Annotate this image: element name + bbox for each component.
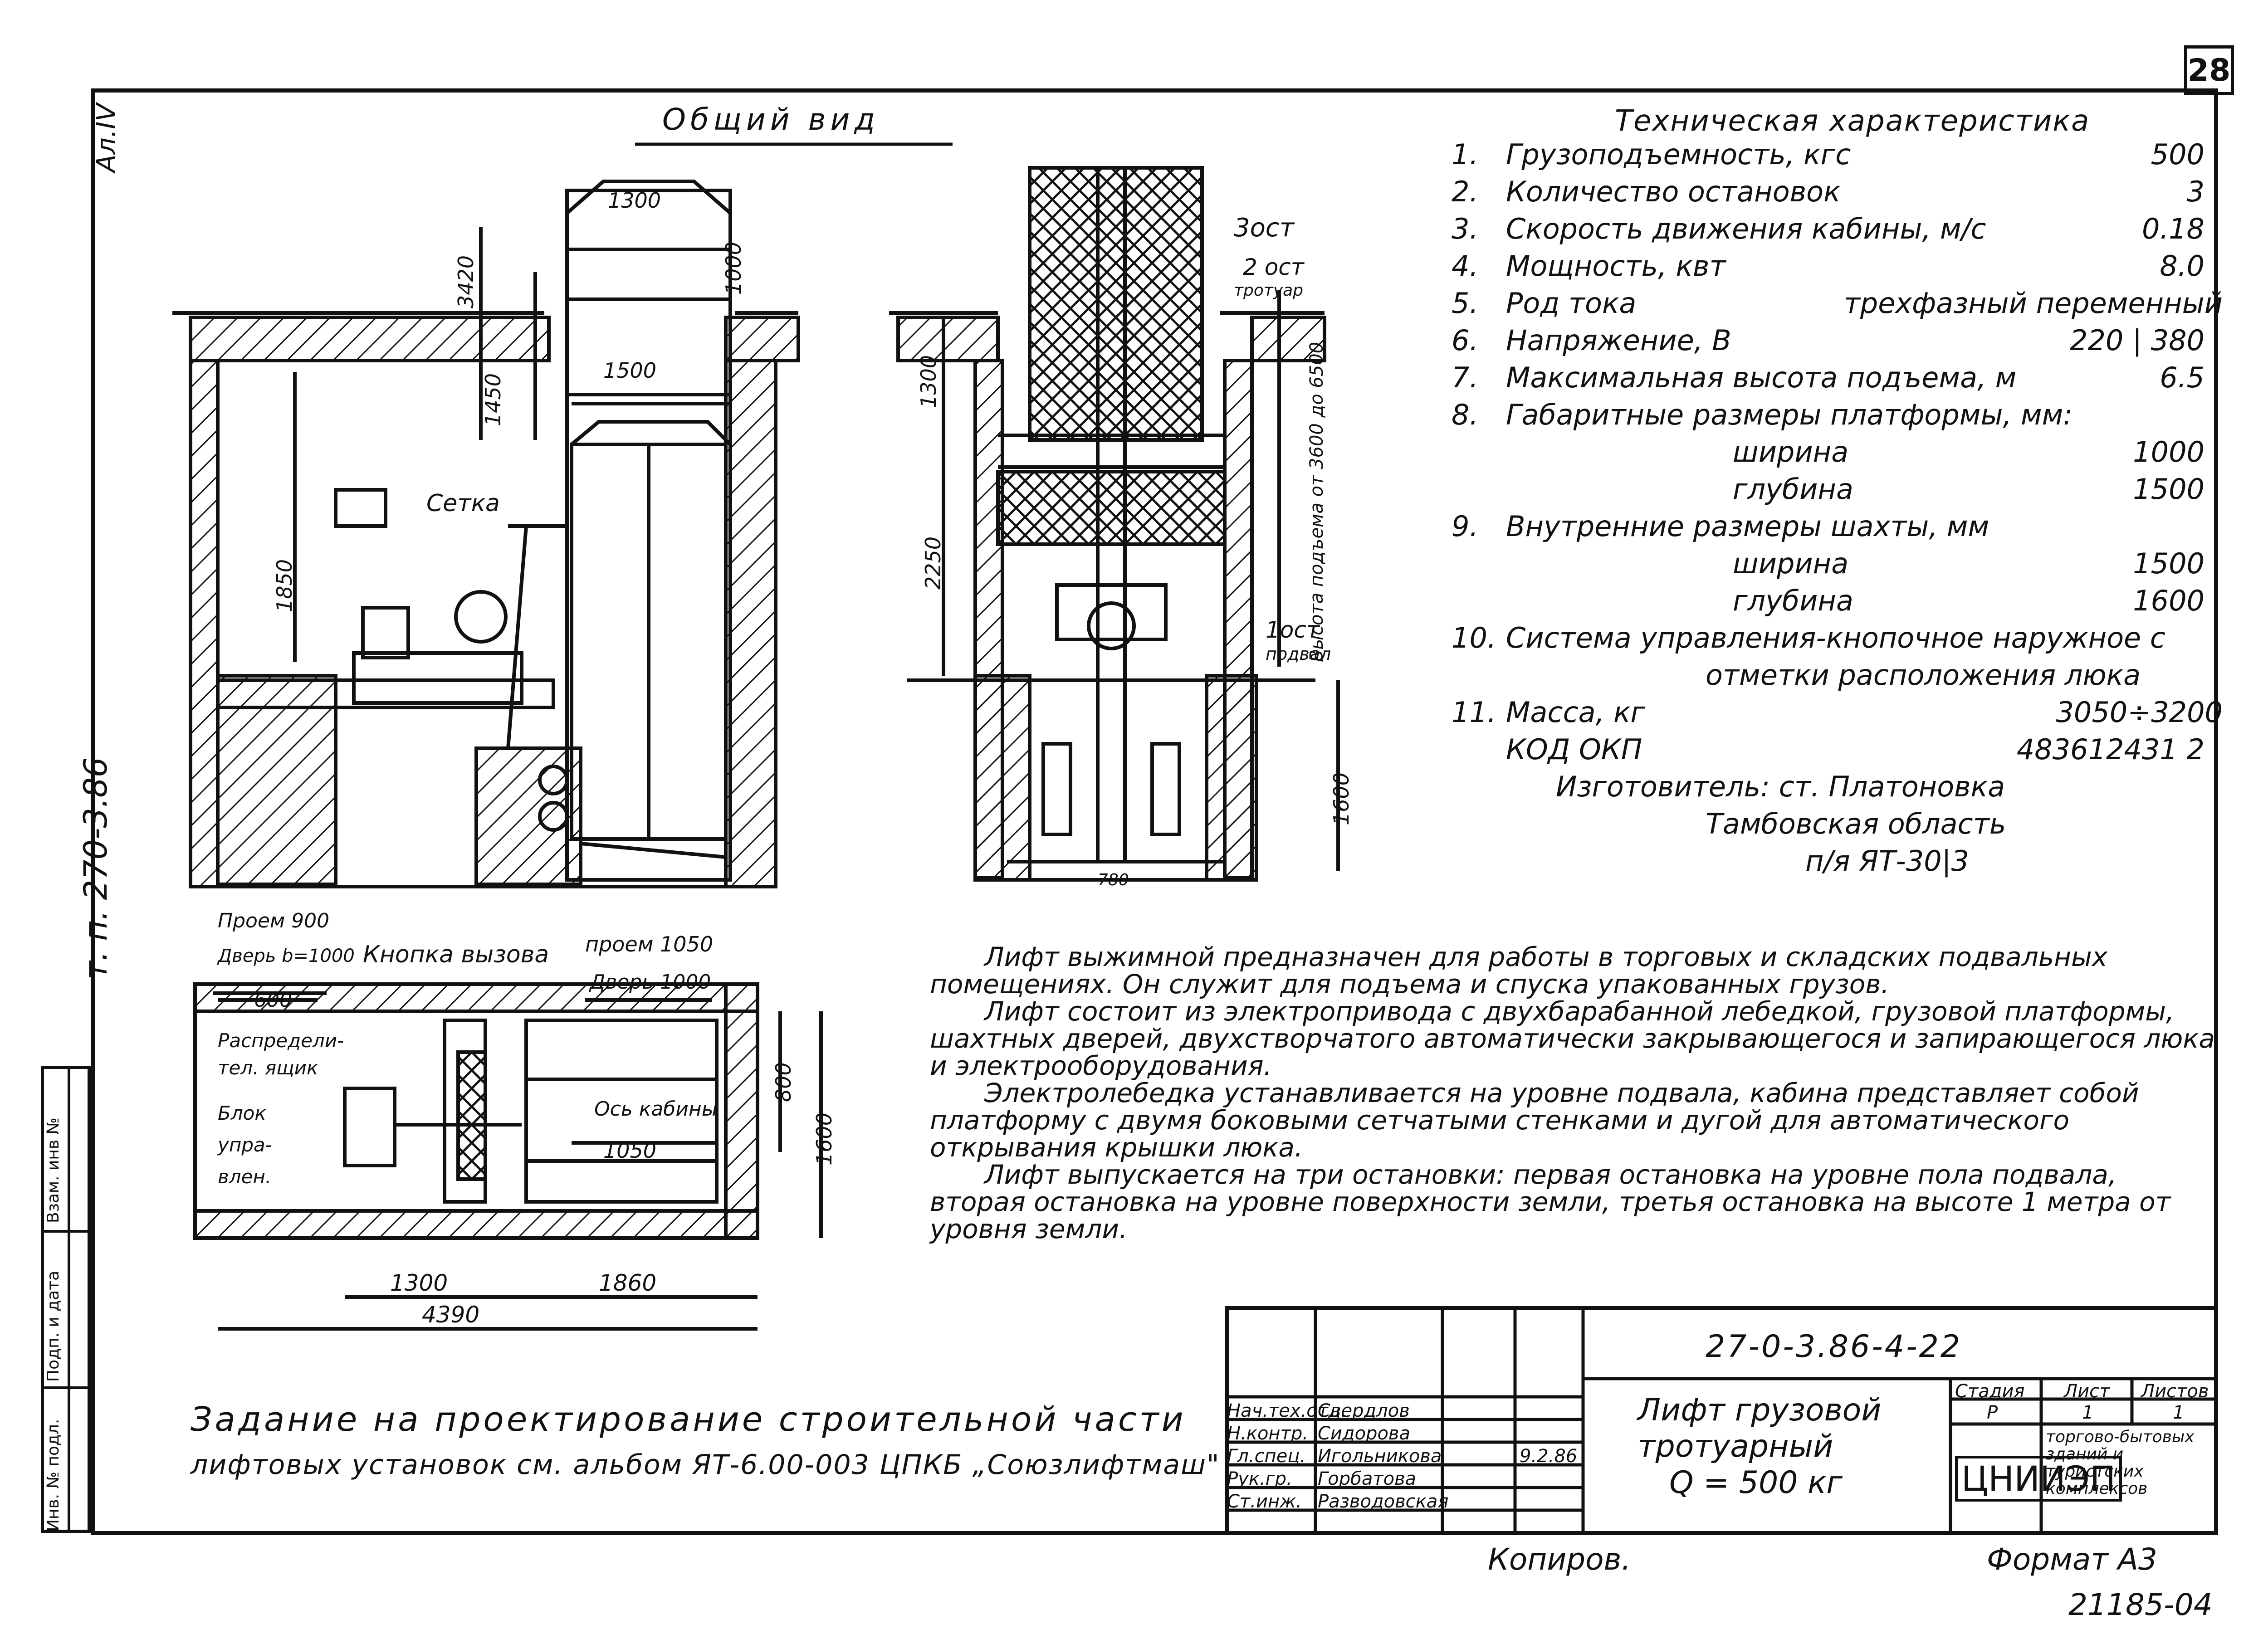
dim-1600-p: 1600 xyxy=(812,1112,836,1166)
label-stop2a: 2 ост xyxy=(1243,254,1304,280)
dim-780: 780 xyxy=(1098,871,1129,889)
label-stop3: 3ост xyxy=(1234,213,1295,243)
label-stop1b: подвал xyxy=(1266,644,1331,664)
label-ctrl-a: Блок xyxy=(218,1102,266,1124)
dim-4390: 4390 xyxy=(422,1302,480,1328)
description-paragraph: Лифт выпускается на три остановки: перва… xyxy=(930,1159,2171,1244)
label-dist-box-b: тел. ящик xyxy=(218,1057,318,1079)
signature-row: Нач.тех.отд. xyxy=(1227,1400,1347,1421)
maker-line: Изготовитель: ст. Платоновка xyxy=(1556,770,2005,803)
signature-row: Сидорова xyxy=(1318,1423,1411,1444)
dim-800: 800 xyxy=(771,1062,796,1102)
signature-row: Н.контр. xyxy=(1227,1423,1308,1444)
stage-value: Р xyxy=(1987,1402,1998,1423)
label-lift-height: Высота подъема от 3600 до 6500 xyxy=(1306,341,1327,662)
dim-2250: 2250 xyxy=(921,536,945,590)
label-axis: Ось кабины xyxy=(594,1097,718,1121)
label-setka: Сетка xyxy=(426,490,500,517)
archive-number: 21185-04 xyxy=(2068,1587,2213,1622)
dim-600: 600 xyxy=(254,989,292,1012)
drawing-frame xyxy=(91,88,2218,1535)
title-block xyxy=(1225,1306,2218,1535)
label-door1000b: Дверь 1000 xyxy=(590,971,711,994)
signature-row: Разводовская xyxy=(1318,1491,1449,1512)
signature-row: Рук.гр. xyxy=(1227,1468,1292,1489)
label-proem900: Проем 900 xyxy=(218,909,330,932)
label-door1000a: Дверь b=1000 xyxy=(218,946,355,966)
dim-1500: 1500 xyxy=(603,358,657,383)
sheets-header: Листов xyxy=(2141,1381,2209,1402)
document-name: Лифт грузовой тротуарный Q = 500 кг xyxy=(1637,1392,1881,1501)
note-line: лифтовых установок см. альбом ЯТ-6.00-00… xyxy=(191,1449,1220,1481)
dim-1050: 1050 xyxy=(603,1138,657,1163)
dim-1000-v: 1000 xyxy=(721,241,746,295)
dim-1600-v: 1600 xyxy=(1329,772,1354,825)
label-ctrl-c: влен. xyxy=(218,1166,272,1188)
document-name-line: тротуарный xyxy=(1637,1429,1833,1464)
stage-header: Стадия xyxy=(1955,1381,2025,1402)
dim-1850: 1850 xyxy=(272,559,297,612)
sheet-value: 1 xyxy=(2082,1402,2094,1423)
dim-3420: 3420 xyxy=(454,255,478,308)
signature-row: Гл.спец. xyxy=(1227,1446,1306,1467)
page-number: 28 xyxy=(2184,45,2234,95)
dim-1300-p: 1300 xyxy=(390,1270,448,1296)
design-note: Задание на проектирование строительной ч… xyxy=(191,1397,1220,1488)
spec-row: 9.Внутренние размеры шахты, мм xyxy=(1452,510,1989,543)
copied-label: Копиров. xyxy=(1488,1542,1631,1577)
description-paragraph: Лифт состоит из электропривода с двухбар… xyxy=(930,996,2215,1081)
org-subtitle: торгово-бытовых зданий и туристских комп… xyxy=(2046,1428,2195,1498)
drawing-title: Общий вид xyxy=(662,102,880,137)
document-name-line: Лифт грузовой xyxy=(1637,1392,1882,1428)
document-name-line: Q = 500 кг xyxy=(1669,1465,1843,1501)
signature-row: Игольникова xyxy=(1318,1446,1442,1467)
specs-title: Техническая характеристика xyxy=(1615,104,2090,138)
signature-row: Ст.инж. xyxy=(1227,1491,1302,1512)
label-proem1050: проем 1050 xyxy=(585,932,714,956)
note-line: Задание на проектирование строительной ч… xyxy=(191,1400,1186,1439)
description-paragraph: Лифт выжимной предназначен для работы в … xyxy=(930,941,2108,1000)
dim-1860: 1860 xyxy=(599,1270,657,1296)
dim-1300-b: 1300 xyxy=(916,355,941,408)
signature-row: Горбатова xyxy=(1318,1468,1417,1489)
document-code: 27-0-3.86-4-22 xyxy=(1706,1329,1962,1365)
signature-date: 9.2.86 xyxy=(1520,1446,1578,1467)
org-name: ЦНИИЭП xyxy=(1955,1456,2122,1502)
format-label: Формат А3 xyxy=(1987,1542,2157,1577)
maker-line: п/я ЯТ-30|3 xyxy=(1805,844,1969,878)
maker-line: Тамбовская область xyxy=(1706,807,2006,840)
label-stop2b: тротуар xyxy=(1234,281,1304,300)
description: Лифт выжимной предназначен для работы в … xyxy=(930,943,2218,1243)
spec-row: отметки расположения люка xyxy=(1706,658,2141,692)
spec-row: 8.Габаритные размеры платформы, мм: xyxy=(1452,398,2073,431)
signature-row: Свердлов xyxy=(1318,1400,1410,1421)
sheet-header: Лист xyxy=(2064,1381,2110,1402)
left-approval-strip: Инв. № подл. Подп. и дата Взам. инв № xyxy=(41,1066,91,1533)
spec-row: 10.Система управления-кнопочное наружное… xyxy=(1452,621,2165,654)
label-call-button: Кнопка вызова xyxy=(363,941,549,968)
label-dist-box-a: Распредели- xyxy=(218,1029,344,1052)
label-stop1a: 1ост xyxy=(1266,617,1320,643)
description-paragraph: Электролебедка устанавливается на уровне… xyxy=(930,1078,2139,1163)
dim-1300-top: 1300 xyxy=(608,188,661,213)
dim-1450: 1450 xyxy=(481,373,505,426)
sheets-value: 1 xyxy=(2173,1402,2185,1423)
label-ctrl-b: упра- xyxy=(218,1134,272,1156)
